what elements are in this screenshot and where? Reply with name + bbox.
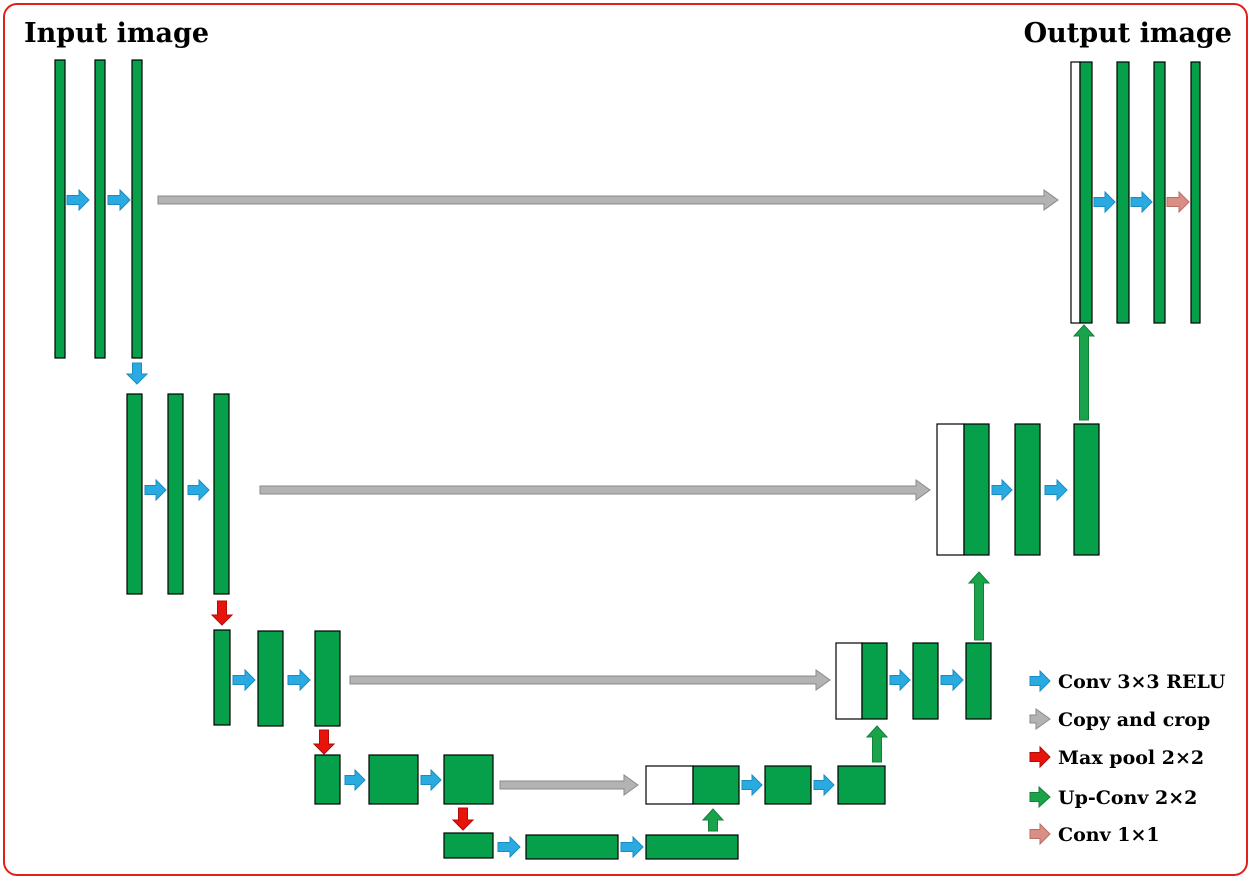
legend-up-arrow	[1029, 785, 1051, 809]
feature-map-dec-l1-b	[1116, 61, 1130, 324]
diagram-frame	[3, 3, 1248, 876]
output-map	[1190, 61, 1201, 324]
input-image-label: Input image	[24, 18, 209, 49]
arrows	[66, 188, 1190, 859]
pool-arrow-l4	[451, 807, 475, 831]
feature-map-dec-l3-c	[965, 642, 992, 720]
legend-conv-label: Conv 3×3 RELU	[1058, 671, 1226, 693]
feature-map-dec-l2-a	[963, 423, 990, 556]
feature-map-l3-c	[314, 630, 341, 727]
legend-up-label: Up-Conv 2×2	[1058, 787, 1197, 809]
feature-map-bottleneck-b	[525, 834, 619, 860]
pool-arrow-l3	[312, 729, 336, 755]
conv-arrow-l2-2	[187, 478, 210, 502]
feature-map-l2-c	[213, 393, 230, 595]
upconv-arrow-dec-l2	[1072, 324, 1096, 421]
legend-c11-label: Conv 1×1	[1058, 824, 1160, 846]
conv-arrow-bottleneck-1	[497, 835, 521, 859]
feature-map-l4-b	[368, 754, 419, 805]
feature-map-l1-b	[94, 59, 106, 359]
conv-arrow-dec-l4-2	[813, 773, 835, 797]
upconv-arrow-bottleneck	[701, 808, 725, 832]
legend-c11-arrow	[1029, 822, 1051, 846]
conv-arrow-l4-1	[344, 768, 366, 792]
feature-map-dec-l4-c	[837, 765, 886, 805]
feature-map-l3-a	[213, 629, 231, 726]
pool-arrow-l2	[210, 600, 234, 626]
upconv-arrow-dec-l4	[865, 725, 889, 763]
upconv-arrow-dec-l3	[967, 571, 991, 641]
conv-arrow-dec-l1-2	[1130, 190, 1153, 214]
legend-conv-arrow	[1029, 669, 1051, 693]
copied-map-l1	[1070, 61, 1081, 324]
feature-map-dec-l4-b	[764, 765, 812, 805]
feature-map-l4-c	[443, 754, 494, 805]
feature-map-bottleneck-a	[443, 832, 494, 859]
feature-map-dec-l1-a	[1079, 61, 1093, 324]
feature-map-l1-c	[131, 59, 143, 359]
feature-map-dec-l3-b	[912, 642, 939, 720]
legend-copy-label: Copy and crop	[1058, 709, 1210, 731]
feature-maps	[54, 59, 1201, 860]
feature-map-l1-a	[54, 59, 66, 359]
copy-arrow-l3	[349, 669, 831, 691]
feature-map-dec-l2-b	[1014, 423, 1041, 556]
feature-map-dec-l4-a	[692, 765, 740, 805]
conv-arrow-dec-l2-2	[1044, 478, 1068, 502]
conv-arrow-l1-2	[107, 188, 131, 212]
legend-pool-label: Max pool 2×2	[1058, 747, 1204, 769]
copied-map-l3	[835, 642, 863, 720]
feature-map-dec-l1-c	[1153, 61, 1166, 324]
copied-map-l4	[645, 765, 694, 805]
feature-map-l2-b	[167, 393, 184, 595]
conv-arrow-dec-l3-1	[889, 668, 911, 692]
conv-arrow-l3-1	[232, 668, 256, 692]
feature-map-l2-a	[126, 393, 143, 595]
copy-arrow-l1	[157, 189, 1059, 211]
conv1x1-arrow	[1166, 190, 1190, 214]
copy-arrow-l4	[499, 774, 639, 796]
feature-map-dec-l3-a	[861, 642, 888, 720]
feature-map-l3-b	[257, 630, 284, 727]
feature-map-bottleneck-c	[645, 834, 739, 860]
feature-map-dec-l2-c	[1073, 423, 1100, 556]
copied-map-l2	[936, 423, 965, 556]
feature-map-l4-a	[314, 754, 341, 805]
conv-arrow-l2-1	[144, 478, 167, 502]
output-image-label: Output image	[1024, 18, 1232, 49]
conv-arrow-l1-down	[125, 362, 149, 385]
legend-pool-arrow	[1029, 745, 1051, 769]
legend-copy-arrow	[1029, 708, 1051, 730]
conv-arrow-dec-l4-1	[741, 773, 763, 797]
conv-arrow-l4-2	[420, 768, 442, 792]
conv-arrow-dec-l1-1	[1093, 190, 1116, 214]
copy-arrow-l2	[259, 479, 931, 501]
conv-arrow-bottleneck-2	[620, 835, 644, 859]
conv-arrow-dec-l3-2	[940, 668, 964, 692]
conv-arrow-dec-l2-1	[991, 478, 1013, 502]
conv-arrow-l3-2	[287, 668, 311, 692]
conv-arrow-l1-1	[66, 188, 90, 212]
